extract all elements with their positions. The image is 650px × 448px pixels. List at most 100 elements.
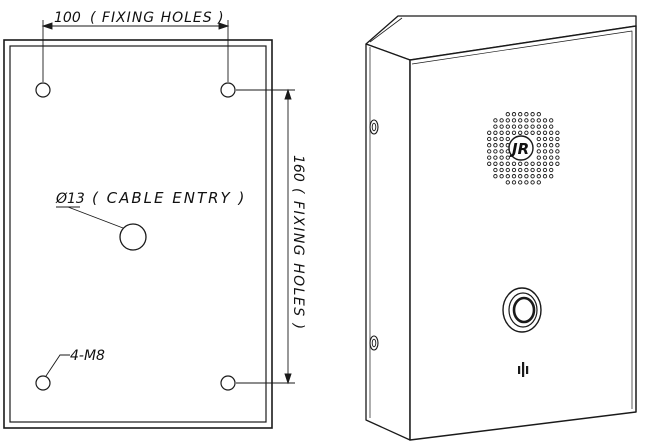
- grille-perforation: [542, 118, 548, 123]
- grille-perforation: [499, 130, 504, 135]
- grille-perforation: [530, 167, 535, 173]
- grille-perforation: [518, 180, 523, 185]
- grille-perforation: [549, 174, 554, 179]
- grille-perforation: [505, 174, 510, 179]
- grille-perforation: [536, 174, 541, 179]
- grille-perforation: [505, 155, 510, 160]
- grille-perforation: [518, 161, 523, 166]
- cable-entry-leader: [67, 206, 124, 229]
- grille-perforation: [549, 149, 554, 154]
- grille-perforation: [493, 174, 498, 179]
- grille-perforation: [555, 130, 560, 135]
- grille-perforation: [524, 130, 529, 135]
- grille-perforation: [505, 180, 510, 185]
- grille-perforation: [499, 124, 504, 129]
- grille-perforation: [536, 149, 541, 154]
- grille-perforation: [487, 155, 492, 160]
- grille-perforation: [542, 130, 548, 135]
- grille-perforation: [536, 167, 541, 173]
- grille-perforation: [549, 130, 554, 135]
- back-plate-outer: [3, 39, 273, 429]
- enclosure-front-face: [409, 25, 637, 441]
- grille-perforation: [499, 161, 504, 166]
- mounting-hole-icon: [220, 82, 236, 98]
- grille-perforation: [511, 167, 517, 173]
- grille-perforation: [530, 174, 535, 179]
- grille-perforation: [542, 149, 548, 154]
- grille-perforation: [524, 112, 529, 117]
- grille-perforation: [549, 155, 554, 160]
- grille-perforation: [505, 136, 510, 142]
- grille-perforation: [511, 124, 517, 129]
- grille-perforation: [536, 124, 541, 129]
- grille-perforation: [536, 155, 541, 160]
- grille-perforation: [493, 124, 498, 129]
- grille-perforation: [493, 155, 498, 160]
- top-dimension-note: ( FIXING HOLES ): [90, 10, 225, 26]
- grille-perforation: [505, 130, 510, 135]
- grille-perforation: [493, 143, 498, 148]
- grille-perforation: [493, 167, 498, 173]
- grille-perforation: [493, 130, 498, 135]
- grille-perforation: [511, 174, 517, 179]
- grille-perforation: [518, 130, 523, 135]
- grille-perforation: [493, 161, 498, 166]
- top-dimension-value: 100: [54, 10, 81, 26]
- grille-perforation: [524, 161, 529, 166]
- grille-perforation: [518, 167, 523, 173]
- grille-perforation: [505, 161, 510, 166]
- hole-callout-label: 4-M8: [70, 348, 105, 364]
- top-dimension: [41, 20, 230, 82]
- grille-perforation: [542, 167, 548, 173]
- grille-perforation: [555, 143, 560, 148]
- grille-perforation: [536, 118, 541, 123]
- grille-perforation: [518, 112, 523, 117]
- grille-perforation: [524, 167, 529, 173]
- grille-perforation: [542, 155, 548, 160]
- grille-perforation: [511, 180, 517, 185]
- grille-perforation: [549, 161, 554, 166]
- grille-perforation: [530, 180, 535, 185]
- grille-perforation: [487, 161, 492, 166]
- grille-perforation: [542, 124, 548, 129]
- cable-entry-hole: [119, 223, 147, 251]
- grille-perforation: [499, 136, 504, 142]
- grille-perforation: [499, 143, 504, 148]
- grille-perforation: [511, 130, 517, 135]
- grille-perforation: [487, 130, 492, 135]
- back-view: [3, 39, 273, 429]
- grille-perforation: [505, 124, 510, 129]
- grille-perforation: [536, 130, 541, 135]
- grille-perforation: [493, 136, 498, 142]
- grille-perforation: [549, 124, 554, 129]
- grille-perforation: [487, 136, 492, 142]
- speaker-grille-icon: [487, 112, 560, 185]
- grille-perforation: [542, 161, 548, 166]
- mounting-hole-icon: [35, 82, 51, 98]
- grille-perforation: [505, 118, 510, 123]
- cable-entry-note: ( CABLE ENTRY ): [92, 189, 246, 207]
- brand-logo-icon: JR: [508, 135, 534, 161]
- grille-perforation: [511, 161, 517, 166]
- grille-perforation: [555, 161, 560, 166]
- grille-perforation: [524, 118, 529, 123]
- grille-perforation: [493, 149, 498, 154]
- grille-perforation: [536, 161, 541, 166]
- mounting-hole-icon: [220, 375, 236, 391]
- grille-perforation: [499, 167, 504, 173]
- hole-callout-leader: [45, 354, 70, 377]
- grille-perforation: [536, 136, 541, 142]
- grille-perforation: [530, 124, 535, 129]
- grille-perforation: [493, 118, 498, 123]
- call-button-icon: [502, 287, 542, 333]
- grille-perforation: [549, 136, 554, 142]
- grille-perforation: [530, 112, 535, 117]
- grille-perforation: [536, 112, 541, 117]
- side-dimension-note: ( FIXING HOLES ): [290, 188, 306, 331]
- grille-perforation: [518, 174, 523, 179]
- grille-perforation: [518, 124, 523, 129]
- grille-perforation: [555, 136, 560, 142]
- grille-perforation: [542, 174, 548, 179]
